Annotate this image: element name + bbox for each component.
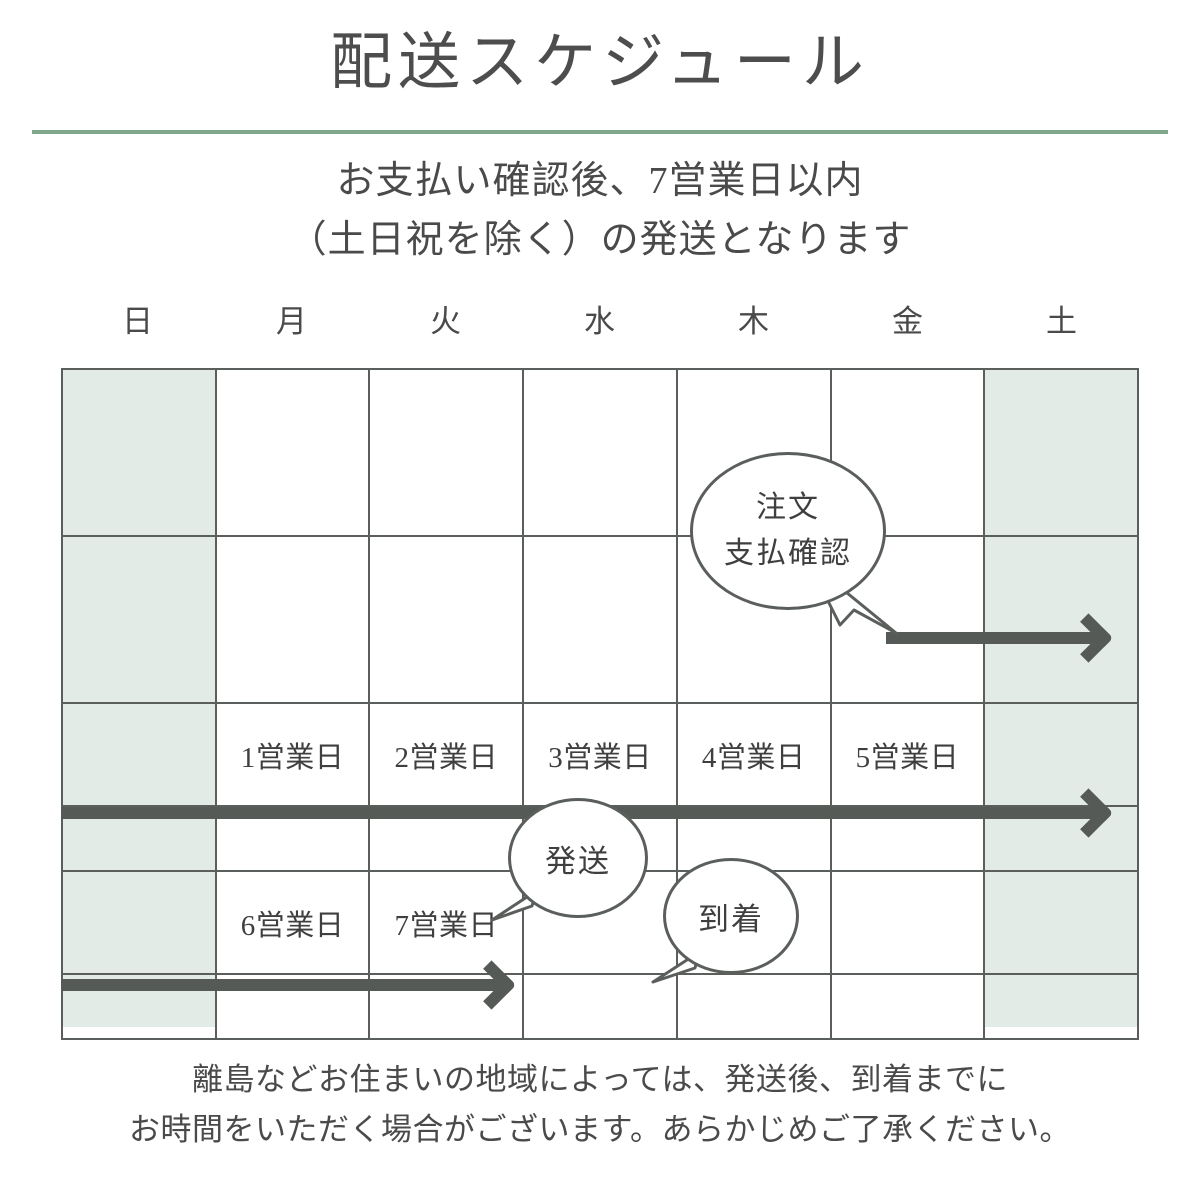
cell-r4-sun: [61, 870, 217, 975]
arrive-bubble-label: 到着: [698, 901, 764, 937]
ship-bubble: 発送: [508, 798, 648, 918]
weekday-header-mon: 月: [276, 304, 308, 339]
calendar-grid: 1営業日 2営業日 3営業日 4営業日 5営業日: [61, 368, 1139, 1040]
cell-r2-mon: 1営業日: [214, 702, 371, 807]
cell-r4-mon: 6営業日: [214, 870, 371, 975]
table-row: 1営業日 2営業日 3営業日 4営業日 5営業日: [61, 702, 1139, 807]
weekday-header-thu: 木: [738, 304, 770, 339]
weekday-header-row: 日 月 火 水 木 金 土: [61, 298, 1139, 346]
footer-line-2: お時間をいただく場合がございます。あらかじめご了承ください。: [129, 1111, 1071, 1147]
cell-r4-tue: 7営業日: [368, 870, 525, 975]
cell-r1-tue: [368, 535, 525, 704]
cell-r2-tue: 2営業日: [368, 702, 525, 807]
ship-bubble-label: 発送: [545, 843, 611, 879]
cell-r1-sat: [983, 535, 1139, 704]
weekday-header-wed: 水: [584, 304, 616, 339]
cell-r1-wed: [522, 535, 678, 704]
cell-r2-fri: 5営業日: [829, 702, 986, 807]
cell-r5-thu: [675, 973, 832, 1040]
cell-r4-sat: [983, 870, 1139, 975]
order-bubble-line-1: 注文: [756, 490, 820, 524]
cell-r1-sun: [61, 535, 217, 704]
arrow-week1: [886, 632, 1102, 644]
title-divider: [32, 130, 1168, 134]
weekday-header-sat: 土: [1046, 304, 1078, 339]
subtitle: お支払い確認後、7営業日以内 （土日祝を除く）の発送となります: [0, 152, 1200, 270]
arrow-week3: [61, 979, 505, 991]
arrive-bubble: 到着: [663, 858, 799, 974]
table-row: [61, 535, 1139, 704]
cell-r4-fri: [829, 870, 986, 975]
cell-r2-thu: 4営業日: [675, 702, 832, 807]
cell-r5-sat: [983, 973, 1139, 1040]
weekday-header-sun: 日: [122, 304, 154, 339]
weekday-header-tue: 火: [430, 304, 462, 339]
cell-r0-wed: [522, 368, 678, 537]
cell-r2-sun: [61, 702, 217, 807]
order-bubble-line-2: 支払確認: [724, 537, 852, 570]
cell-r2-wed: 3営業日: [522, 702, 678, 807]
weekday-header-fri: 金: [892, 304, 924, 339]
cell-r0-sun: [61, 368, 217, 537]
cell-r1-mon: [214, 535, 371, 704]
cell-r0-mon: [214, 368, 371, 537]
subtitle-line-1: お支払い確認後、7営業日以内: [336, 160, 864, 202]
cell-r5-fri: [829, 973, 986, 1040]
calendar-table: 1営業日 2営業日 3営業日 4営業日 5営業日: [61, 368, 1139, 1040]
cell-r2-sat: [983, 702, 1139, 807]
subtitle-line-2: （土日祝を除く）の発送となります: [288, 218, 912, 261]
footer-note: 離島などお住まいの地域によっては、発送後、到着までに お時間をいただく場合がござ…: [0, 1055, 1200, 1154]
cell-r0-tue: [368, 368, 525, 537]
page-title: 配送スケジュール: [330, 29, 870, 97]
cell-r5-wed: [522, 973, 678, 1040]
footer-line-1: 離島などお住まいの地域によっては、発送後、到着までに: [192, 1062, 1008, 1097]
order-bubble: 注文 支払確認: [690, 452, 886, 610]
table-row: [61, 368, 1139, 537]
cell-r0-sat: [983, 368, 1139, 537]
